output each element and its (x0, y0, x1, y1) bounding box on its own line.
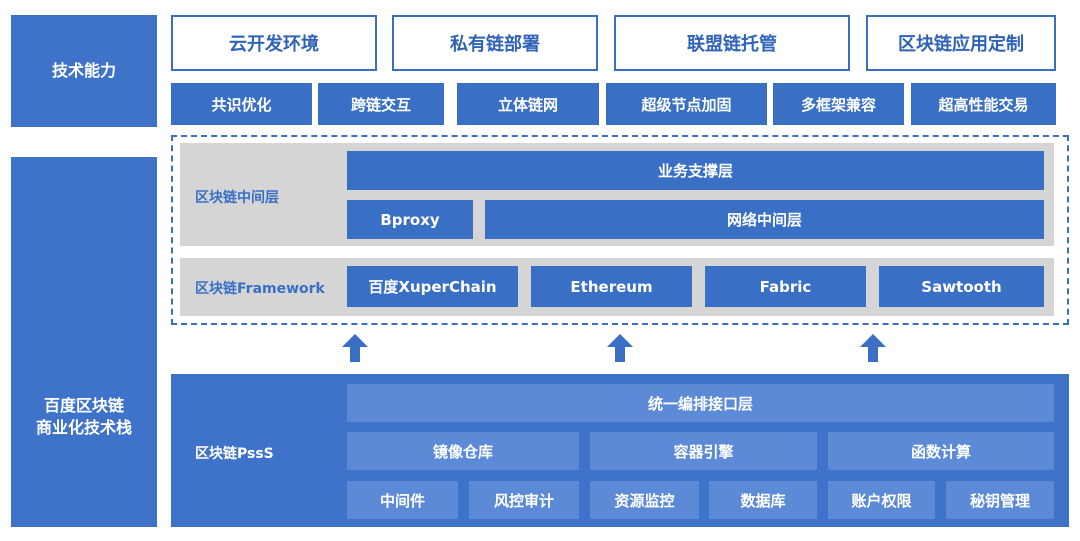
stack-label: 百度区块链 商业化技术栈 (11, 157, 157, 527)
dashed-boundary (171, 135, 1069, 325)
tech-capability-label: 技术能力 (11, 15, 157, 127)
capability-stereo-network-label: 立体链网 (497, 95, 558, 114)
resource-monitoring-label: 资源监控 (614, 491, 675, 510)
framework-fabric: Fabric (705, 266, 866, 307)
up-arrow-icon (607, 334, 633, 362)
capability-super-node-label: 超级节点加固 (641, 95, 732, 114)
container-engine-label: 容器引擎 (673, 442, 734, 461)
unified-orchestration-layer: 统一编排接口层 (347, 384, 1054, 422)
capability-consortium-hosting-label: 联盟链托管 (687, 34, 777, 55)
up-arrow-icon (860, 334, 886, 362)
framework-sawtooth: Sawtooth (879, 266, 1044, 307)
capability-cloud-dev: 云开发环境 (171, 15, 377, 71)
database-box: 数据库 (709, 481, 817, 519)
capability-cloud-dev-label: 云开发环境 (229, 34, 319, 55)
business-support-layer-label: 业务支撑层 (657, 162, 733, 180)
framework-xuperchain: 百度XuperChain (347, 266, 518, 307)
capability-stereo-network: 立体链网 (457, 83, 599, 125)
function-compute: 函数计算 (828, 432, 1054, 470)
container-engine: 容器引擎 (590, 432, 817, 470)
up-arrow-icon (342, 334, 368, 362)
middleware-box: 中间件 (347, 481, 458, 519)
framework-ethereum: Ethereum (531, 266, 692, 307)
risk-audit-label: 风控审计 (493, 491, 554, 510)
capability-cross-chain-label: 跨链交互 (350, 95, 411, 114)
risk-audit: 风控审计 (469, 481, 579, 519)
image-repository-label: 镜像仓库 (432, 442, 493, 461)
framework-sawtooth-label: Sawtooth (921, 277, 1002, 296)
network-middle-layer: 网络中间层 (485, 200, 1044, 239)
capability-app-customization: 区块链应用定制 (866, 15, 1056, 71)
capability-consensus: 共识优化 (171, 83, 312, 125)
capability-cross-chain: 跨链交互 (318, 83, 444, 125)
capability-app-customization-label: 区块链应用定制 (898, 34, 1024, 55)
stack-label-line1: 百度区块链 (43, 396, 124, 415)
bproxy-box: Bproxy (347, 200, 473, 239)
paas-label: 区块链PssS (195, 446, 274, 462)
stack-label-line2: 商业化技术栈 (35, 418, 132, 437)
capability-multi-framework-label: 多框架兼容 (800, 95, 876, 114)
capability-private-chain: 私有链部署 (392, 15, 598, 71)
capability-consortium-hosting: 联盟链托管 (614, 15, 850, 71)
framework-fabric-label: Fabric (759, 277, 812, 296)
network-middle-layer-label: 网络中间层 (726, 211, 802, 229)
unified-orchestration-layer-label: 统一编排接口层 (647, 394, 753, 413)
middleware-box-label: 中间件 (379, 491, 425, 510)
framework-ethereum-label: Ethereum (570, 277, 653, 296)
capability-super-node: 超级节点加固 (606, 83, 767, 125)
framework-xuperchain-label: 百度XuperChain (368, 278, 497, 296)
bproxy-label: Bproxy (380, 210, 440, 229)
tech-capability-text: 技术能力 (51, 61, 116, 80)
capability-high-performance: 超高性能交易 (911, 83, 1056, 125)
capability-multi-framework: 多框架兼容 (773, 83, 904, 125)
middleware-label: 区块链中间层 (195, 190, 279, 206)
key-management: 秘钥管理 (946, 481, 1054, 519)
key-management-label: 秘钥管理 (969, 491, 1030, 510)
account-permissions-label: 账户权限 (851, 491, 912, 510)
function-compute-label: 函数计算 (910, 442, 971, 461)
business-support-layer: 业务支撑层 (347, 151, 1044, 190)
capability-private-chain-label: 私有链部署 (450, 34, 540, 55)
database-box-label: 数据库 (740, 491, 786, 510)
account-permissions: 账户权限 (828, 481, 935, 519)
capability-consensus-label: 共识优化 (211, 95, 272, 114)
resource-monitoring: 资源监控 (590, 481, 699, 519)
framework-label: 区块链Framework (195, 281, 325, 297)
capability-high-performance-label: 超高性能交易 (938, 95, 1029, 114)
image-repository: 镜像仓库 (347, 432, 579, 470)
